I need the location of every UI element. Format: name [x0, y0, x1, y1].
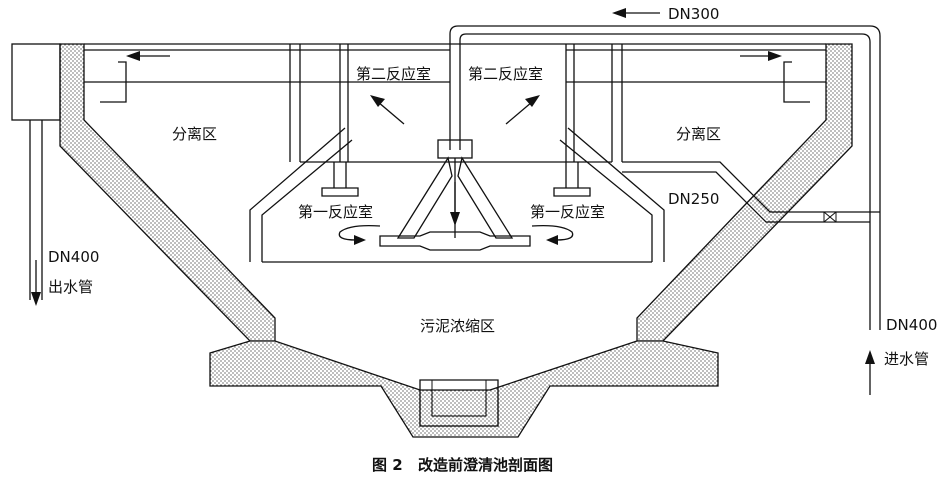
inlet-dn400-label: DN400 [886, 316, 937, 334]
sump-inner-wall [431, 380, 487, 417]
right-baffle-plate [553, 162, 591, 197]
sludge-thickening-zone-label: 污泥浓缩区 [420, 317, 495, 335]
impeller-blade [379, 231, 531, 251]
tank-base [209, 340, 719, 438]
second-chamber-right-arrow-icon [505, 95, 540, 125]
first-reaction-chamber-right-label: 第一反应室 [530, 203, 605, 221]
left-baffle-plate [321, 162, 359, 197]
shaft-down-arrow-icon [450, 182, 460, 226]
dn250-pipe-bottom [622, 171, 870, 223]
dn300-pipe-outer [449, 25, 881, 330]
second-reaction-chamber-left-label: 第二反应室 [356, 65, 431, 83]
impeller-arm-right [457, 156, 514, 239]
left-weir [100, 61, 127, 103]
skirt-left-inner [261, 139, 353, 262]
outlet-box [11, 43, 61, 121]
separation-zone-right-label: 分离区 [676, 125, 721, 143]
second-reaction-chamber-right-label: 第二反应室 [468, 65, 543, 83]
valve-icon [823, 211, 837, 223]
outlet-pipe-label: 出水管 [48, 278, 93, 296]
inlet-pipe-label: 进水管 [884, 350, 929, 368]
separation-zone-left-label: 分离区 [172, 125, 217, 143]
figure-caption: 改造前澄清池剖面图 [418, 456, 553, 474]
left-circulation-arrow-icon [338, 224, 381, 245]
right-circulation-arrow-icon [531, 224, 574, 245]
outlet-down-arrow-icon [31, 260, 41, 306]
skirt-right-outer [567, 127, 665, 262]
skirt-left-outer [249, 127, 346, 262]
stirrer-box [437, 139, 473, 159]
dn250-label: DN250 [668, 190, 719, 208]
launder-right-arrow-icon [740, 51, 782, 61]
inlet-up-arrow-icon [865, 350, 875, 395]
left-tank-wall [59, 43, 276, 342]
launder-left-arrow-icon [126, 51, 170, 61]
first-reaction-chamber-left-label: 第一反应室 [298, 203, 373, 221]
skirt-right-inner [559, 139, 653, 262]
dn300-label: DN300 [668, 5, 719, 23]
sludge-sump [419, 379, 499, 427]
second-chamber-left-arrow-icon [370, 95, 405, 125]
impeller-arm-left [396, 156, 453, 239]
dn300-flow-arrow-icon [612, 8, 660, 18]
figure-number: 图 2 [372, 456, 403, 474]
dn300-pipe-inner [459, 33, 871, 330]
outlet-dn400-label: DN400 [48, 248, 99, 266]
right-weir [783, 61, 810, 103]
